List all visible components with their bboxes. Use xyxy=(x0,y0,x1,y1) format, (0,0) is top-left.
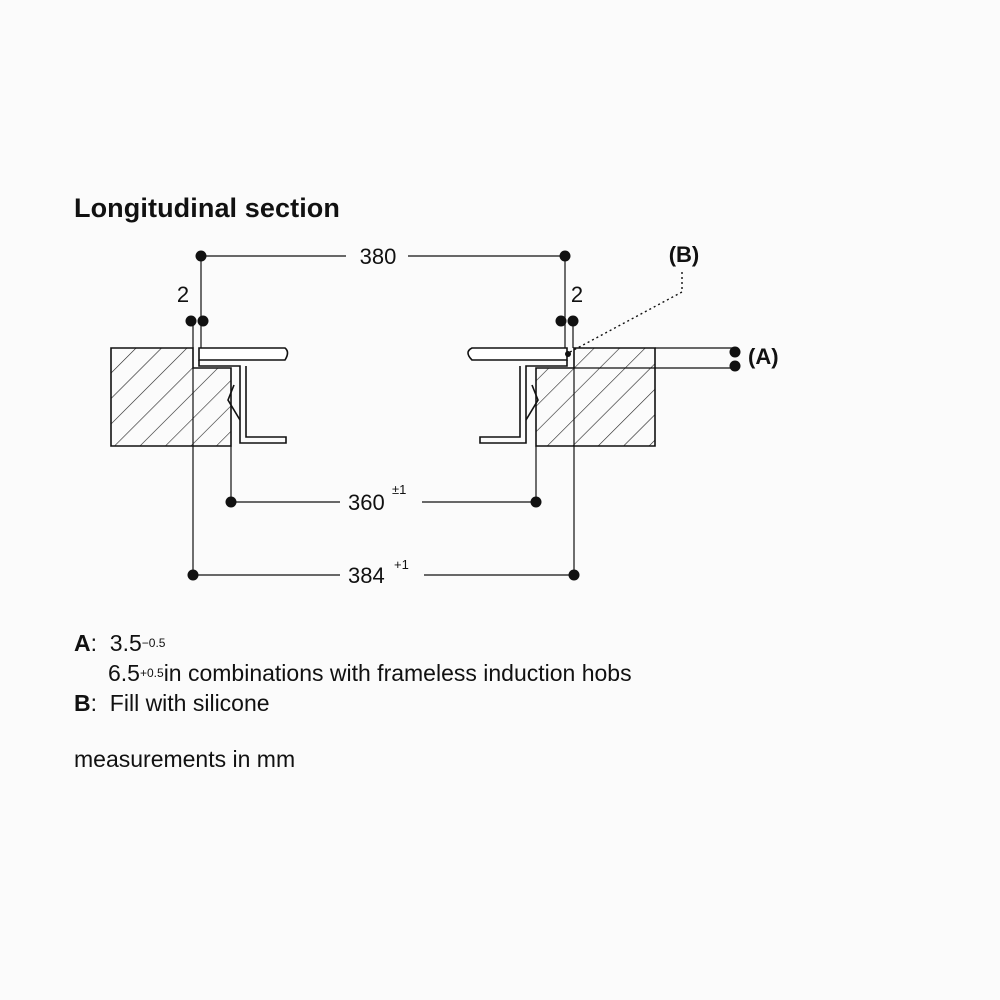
dimension-gap-left: 2 xyxy=(177,282,209,348)
hob-glass-left xyxy=(198,347,289,361)
legend-a-value-1-tolerance: −0.5 xyxy=(141,636,166,650)
dimension-384: 384 +1 xyxy=(187,368,580,588)
measurement-unit-note: measurements in mm xyxy=(74,746,296,772)
dimension-384-tolerance: +1 xyxy=(394,557,409,572)
worktop-left xyxy=(110,347,232,447)
silicone-fill-point xyxy=(565,351,571,357)
diagram-title: Longitudinal section xyxy=(74,193,340,223)
legend-b-value: Fill with silicone xyxy=(109,690,270,716)
legend-row-b: B: Fill with silicone xyxy=(74,690,270,716)
worktop-right xyxy=(535,347,656,447)
legend-key-b: B xyxy=(74,690,91,716)
dimension-380: 380 xyxy=(195,244,571,348)
reference-b-label: (B) xyxy=(669,242,700,267)
legend-a-value-2: 6.5 xyxy=(108,660,140,686)
hob-glass-right xyxy=(467,347,568,361)
dimension-384-label: 384 xyxy=(348,563,385,588)
legend-key-a: A xyxy=(74,630,91,656)
mounting-bracket-right xyxy=(479,360,568,444)
legend-a-value-2-tolerance: +0.5 xyxy=(139,666,164,680)
legend-a-value-2-note: in combinations with frameless induction… xyxy=(163,660,632,686)
dimension-380-label: 380 xyxy=(360,244,397,269)
dimension-gap-left-label: 2 xyxy=(177,282,189,307)
dimension-gap-right: 2 xyxy=(555,282,583,348)
legend-row-a: A: 3.5−0.5 xyxy=(74,630,166,656)
dimension-gap-right-label: 2 xyxy=(571,282,583,307)
reference-a-label: (A) xyxy=(748,344,779,369)
legend-a-value-1: 3.5 xyxy=(109,630,142,656)
dimension-a: (A) xyxy=(574,344,779,372)
dimension-360: 360 ±1 xyxy=(225,446,542,515)
reference-b: (B) xyxy=(569,242,700,353)
dimension-360-tolerance: ±1 xyxy=(392,482,406,497)
mounting-bracket-left xyxy=(198,360,287,444)
dimension-360-label: 360 xyxy=(348,490,385,515)
